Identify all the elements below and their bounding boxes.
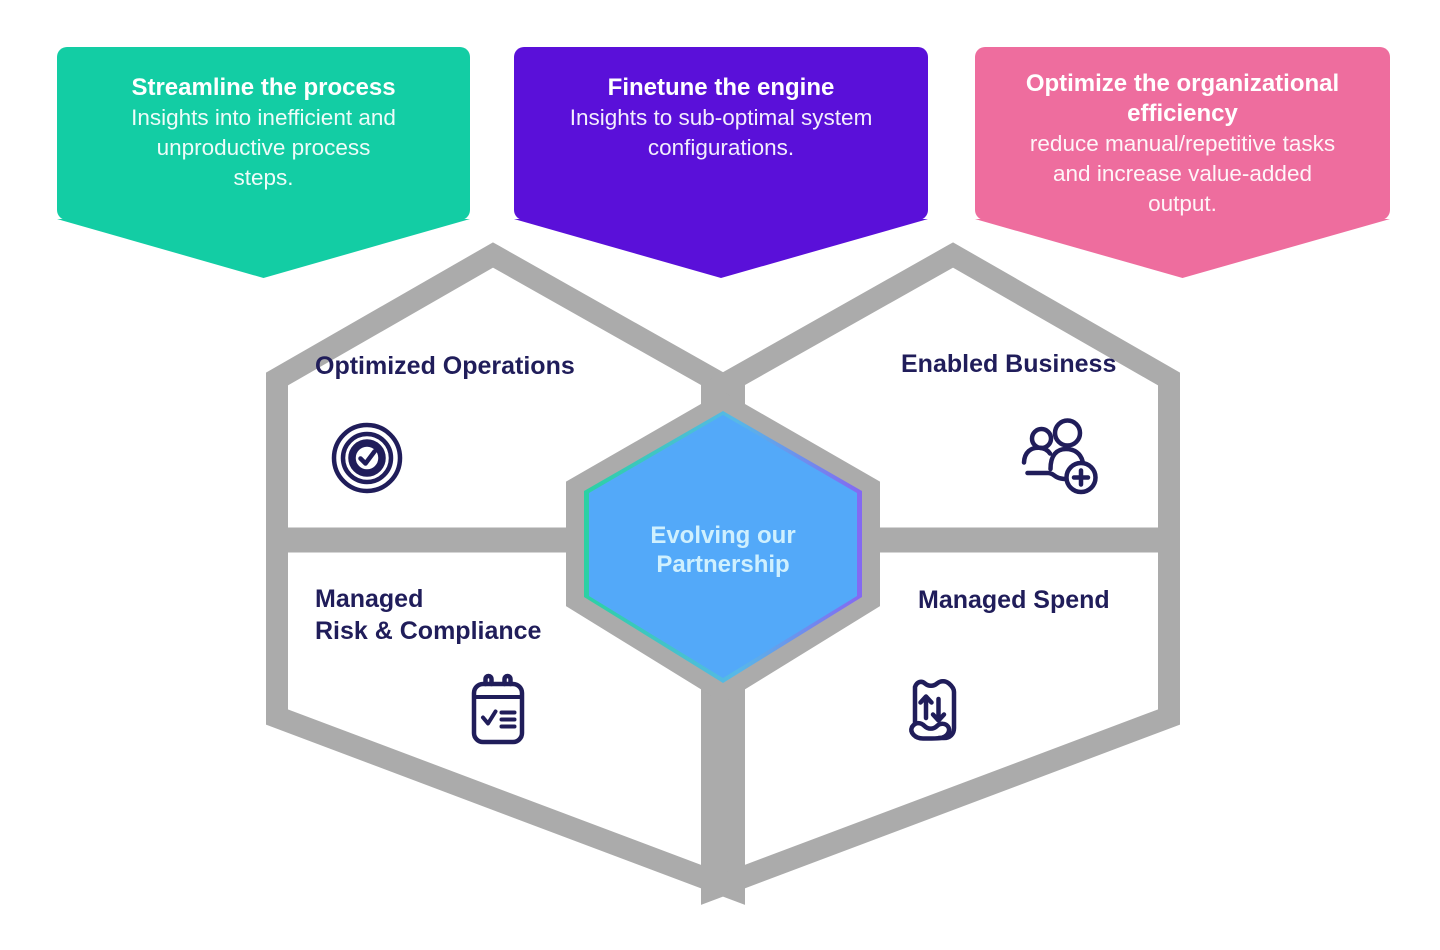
banner-body-line: output. (1148, 191, 1217, 216)
banner-body-line: Insights to sub-optimal system (569, 105, 873, 130)
cell-label-line: Risk & Compliance (315, 617, 542, 645)
right-hexagon-outline (701, 242, 1180, 905)
banner-arrow-point (57, 219, 470, 278)
right-hexagon-fill (712, 255, 1169, 889)
cell-label-optimized-operations: Optimized Operations (315, 350, 575, 382)
cell-label-line: Enabled Business (901, 350, 1117, 378)
banner-body-line: Insights into inefficient and (131, 105, 396, 130)
cell-label-managed-risk-compliance: Managed Risk & Compliance (315, 583, 541, 647)
banner-arrow-point (514, 219, 928, 278)
banner-streamline-the-process: Streamline the process Insights into ine… (57, 47, 470, 278)
banner-box: Optimize the organizational efficiency r… (975, 47, 1390, 220)
receipt-arrows-icon (909, 679, 957, 741)
center-hexagon-label: Evolving our Partnership (622, 521, 824, 579)
banner-title: efficiency (1127, 100, 1238, 127)
center-hexagon-fill (589, 415, 857, 678)
banner-body-line: unproductive process (156, 135, 371, 160)
cell-label-line: Managed Spend (918, 586, 1110, 614)
center-label-line: Partnership (656, 551, 790, 578)
banner-body-line: reduce manual/repetitive tasks (1029, 131, 1336, 156)
banner-arrow-point (975, 219, 1390, 278)
cell-label-line: Managed (315, 585, 424, 613)
banner-body-line: configurations. (647, 135, 795, 160)
banner-title: Streamline the process (131, 74, 396, 101)
cell-label-line: Optimized Operations (315, 352, 575, 380)
target-check-icon (331, 422, 403, 494)
center-label-line: Evolving our (650, 522, 796, 549)
banner-title: Optimize the organizational (1025, 70, 1340, 97)
add-user-icon (1021, 418, 1098, 495)
banner-title: Finetune the engine (607, 74, 835, 101)
banner-body-line: and increase value-added (1053, 161, 1312, 186)
banner-optimize-organizational-efficiency: Optimize the organizational efficiency r… (975, 47, 1390, 278)
cell-label-enabled-business: Enabled Business (901, 348, 1116, 380)
left-hexagon-fill (277, 255, 734, 889)
cell-label-managed-spend: Managed Spend (918, 584, 1110, 616)
checklist-clipboard-icon (471, 673, 525, 745)
banner-finetune-the-engine: Finetune the engine Insights to sub-opti… (514, 47, 928, 278)
banner-box: Streamline the process Insights into ine… (57, 47, 470, 220)
banner-body-line: steps. (233, 165, 294, 190)
left-hexagon-outline (266, 242, 745, 905)
banner-box: Finetune the engine Insights to sub-opti… (514, 47, 928, 220)
